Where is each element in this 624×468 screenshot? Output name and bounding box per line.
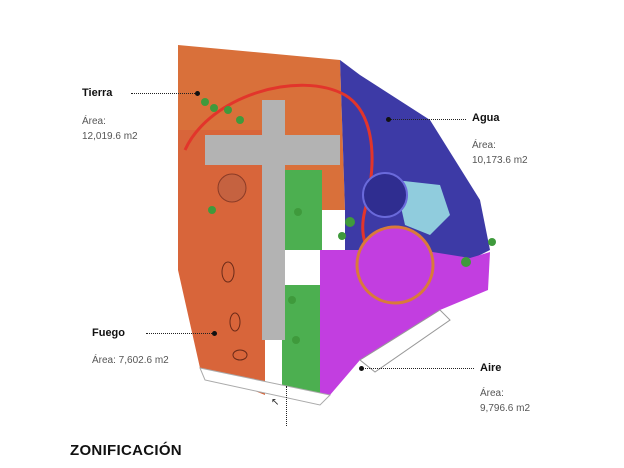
plaza-agua [362,172,408,218]
leader-dot-aire [359,366,364,371]
leader-bottom [286,386,287,426]
area-value-fuego: Área: 7,602.6 m2 [92,355,169,366]
leader-fuego [146,333,214,334]
partial-caption [243,430,323,436]
leader-agua [390,119,466,120]
leader-tierra [131,93,197,94]
area-value-aire: 9,796.6 m2 [480,403,531,414]
page-title: ZONIFICACIÓN [70,442,182,459]
leader-aire [362,368,474,369]
zone-title-agua: Agua [472,112,500,124]
area-label-agua: Área: [472,140,496,151]
area-label-tierra: Área: [82,116,106,127]
green-strip-lower [282,285,320,395]
area-label-aire: Área: [480,388,504,399]
pond [395,180,450,235]
leader-dot-agua [386,117,391,122]
area-value-agua: 10,173.6 m2 [472,155,528,166]
north-arrow-icon: ↖ [271,397,280,408]
area-value-tierra: 12,019.6 m2 [82,131,138,142]
leader-dot-tierra [195,91,200,96]
plaza-tierra [217,173,247,203]
central-cross [205,100,340,340]
leader-dot-fuego [212,331,217,336]
fuego-features [221,261,248,361]
zone-title-tierra: Tierra [82,87,113,99]
zone-title-aire: Aire [480,362,502,374]
trees [201,98,496,344]
zone-title-fuego: Fuego [92,327,125,339]
zone-fuego [178,130,265,395]
plaza-aire [355,225,435,305]
